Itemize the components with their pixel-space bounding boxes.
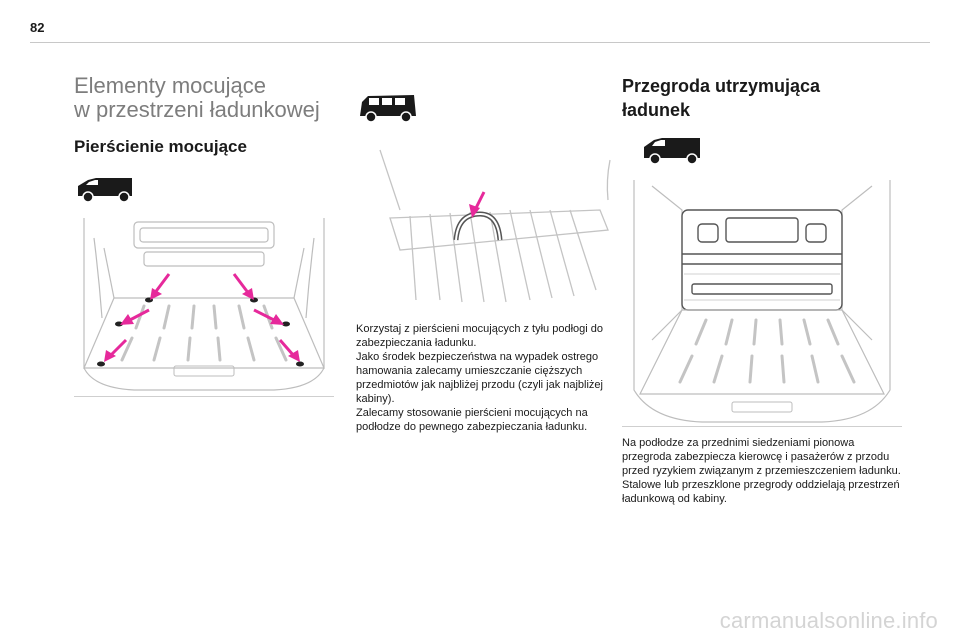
paragraph: Zalecamy stosowanie pierścieni mocującyc… [356, 407, 588, 433]
cargo-floor-rings-illustration [74, 218, 334, 397]
paragraph: Stalowe lub przeszklone przegrody oddzie… [622, 479, 900, 505]
title-line-1: Elementy mocujące [74, 73, 266, 98]
van-icon [644, 138, 700, 165]
rings-description: Korzystaj z pierścieni mocujących z tyłu… [356, 322, 618, 434]
section-title-fastening: Elementy mocujące w przestrzeni ładunkow… [74, 74, 344, 122]
page-number: 82 [30, 20, 45, 35]
title-line-1: Przegroda utrzymująca [622, 76, 821, 96]
title-line-2: ładunek [622, 100, 691, 120]
subtitle-rings: Pierścienie mocujące [74, 137, 247, 156]
watermark: carmanualsonline.info [719, 608, 938, 633]
section-title-partition: Przegroda utrzymująca ładunek [622, 74, 902, 122]
rear-ring-closeup-illustration [379, 149, 611, 303]
partition-description: Na podłodze za przednimi siedzeniami pio… [622, 436, 902, 506]
paragraph: Korzystaj z pierścieni mocujących z tyłu… [356, 323, 604, 349]
title-line-2: w przestrzeni ładunkowej [74, 97, 320, 122]
van-icon [78, 178, 132, 203]
paragraph: Na podłodze za przednimi siedzeniami pio… [622, 437, 901, 477]
header-divider [30, 42, 930, 43]
paragraph: Jako środek bezpieczeństwa na wypadek os… [356, 351, 603, 405]
van-passenger-icon [360, 95, 416, 123]
cargo-partition-illustration [622, 180, 902, 427]
